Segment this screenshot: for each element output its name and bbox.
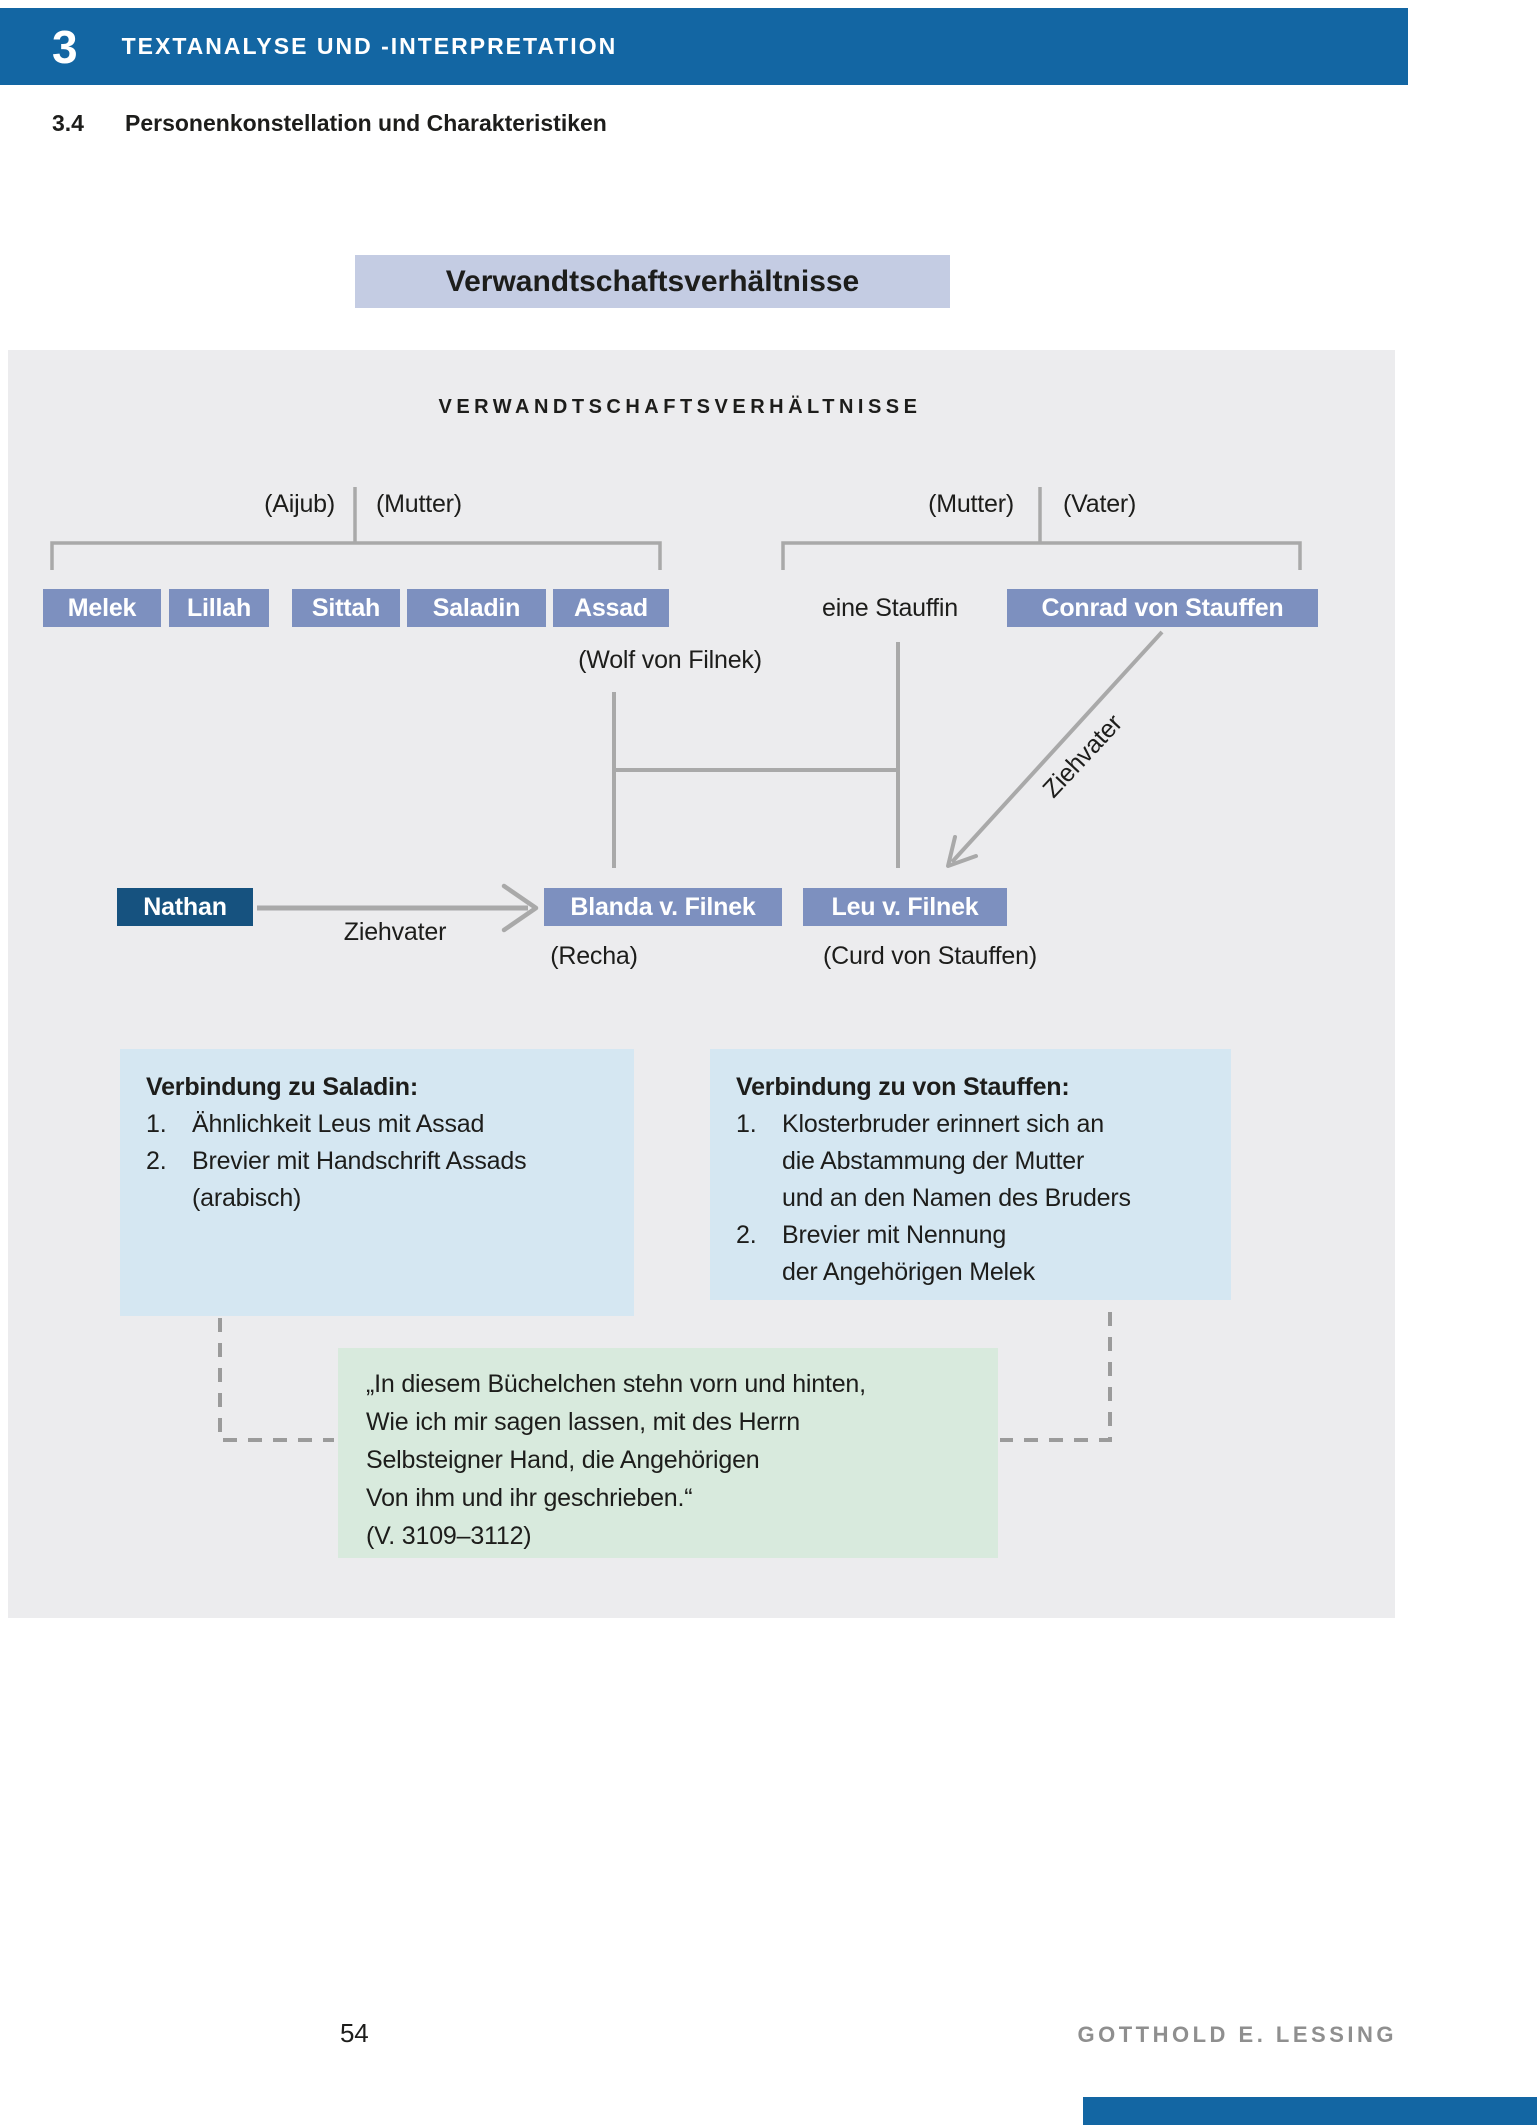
label-vater: (Vater) [1063, 490, 1137, 518]
list-item-number: 2. [736, 1221, 757, 1249]
alias-curd-von-stauffen: (Curd von Stauffen) [823, 942, 1037, 970]
infobox-heading: Verbindung zu von Stauffen: [736, 1073, 1070, 1101]
footer-author: GOTTHOLD E. LESSING [1077, 2022, 1397, 2047]
infobox-stauffen-connection: Verbindung zu von Stauffen: 1. Klosterbr… [710, 1049, 1231, 1300]
label-ziehvater-arrow: Ziehvater [343, 918, 447, 946]
namebox-nathan: Nathan [117, 888, 253, 926]
topic-heading-box: Verwandtschaftsverhältnisse [355, 255, 950, 308]
label-aijub: (Aijub) [264, 490, 335, 518]
alias-recha: (Recha) [550, 942, 638, 970]
list-item: 1. Ähnlichkeit Leus mit Assad [146, 1106, 620, 1143]
section-number: 3.4 [52, 110, 84, 136]
footer-accent-bar [1083, 2097, 1537, 2125]
list-item: 1. Klosterbruder erinnert sich an die Ab… [736, 1106, 1217, 1217]
list-item-text: Brevier mit Nennung der Angehörigen Mele… [782, 1221, 1035, 1286]
label-eine-stauffin: eine Stauffin [822, 594, 958, 622]
namebox-leu-v-filnek: Leu v. Filnek [803, 888, 1007, 926]
list-item-number: 1. [736, 1110, 757, 1138]
list-item-text: Klosterbruder erinnert sich an die Absta… [782, 1110, 1131, 1212]
footer-page-number: 54 [340, 2018, 369, 2048]
section-heading: 3.4 Personenkonstellation und Charakteri… [52, 110, 607, 137]
list-item-text: Brevier mit Handschrift Assads (arabisch… [192, 1147, 527, 1212]
diagram-title: VERWANDTSCHAFTSVERHÄLTNISSE [438, 396, 922, 418]
list-item-number: 1. [146, 1110, 167, 1138]
namebox-assad: Assad [553, 589, 669, 627]
chapter-number: 3 [52, 20, 78, 73]
namebox-conrad-von-stauffen: Conrad von Stauffen [1007, 589, 1318, 627]
namebox-blanda-v-filnek: Blanda v. Filnek [544, 888, 782, 926]
list-item: 2. Brevier mit Nennung der Angehörigen M… [736, 1217, 1217, 1291]
quote-line: (V. 3109–3112) [366, 1522, 532, 1550]
quote-box: „In diesem Büchelchen stehn vorn und hin… [338, 1348, 998, 1558]
list-item-text: Ähnlichkeit Leus mit Assad [192, 1110, 485, 1138]
namebox-lillah: Lillah [169, 589, 269, 627]
alias-wolf-von-filnek: (Wolf von Filnek) [578, 646, 762, 674]
quote-line: Selbsteigner Hand, die Angehörigen [366, 1446, 760, 1474]
namebox-saladin: Saladin [407, 589, 546, 627]
infobox-heading: Verbindung zu Saladin: [146, 1073, 419, 1101]
section-title: Personenkonstellation und Charakteristik… [125, 110, 607, 136]
namebox-melek: Melek [43, 589, 161, 627]
label-mutter-left: (Mutter) [376, 490, 462, 518]
quote-line: „In diesem Büchelchen stehn vorn und hin… [366, 1370, 866, 1398]
quote-line: Von ihm und ihr geschrieben.“ [366, 1484, 693, 1512]
list-item: 2. Brevier mit Handschrift Assads (arabi… [146, 1143, 620, 1217]
chapter-title: TEXTANALYSE UND -INTERPRETATION [121, 33, 618, 59]
chapter-header-bar: 3 TEXTANALYSE UND -INTERPRETATION [0, 8, 1408, 85]
list-item-number: 2. [146, 1147, 167, 1175]
quote-line: Wie ich mir sagen lassen, mit des Herrn [366, 1408, 801, 1436]
namebox-sittah: Sittah [292, 589, 400, 627]
label-mutter-right: (Mutter) [928, 490, 1014, 518]
infobox-saladin-connection: Verbindung zu Saladin: 1. Ähnlichkeit Le… [120, 1049, 634, 1316]
